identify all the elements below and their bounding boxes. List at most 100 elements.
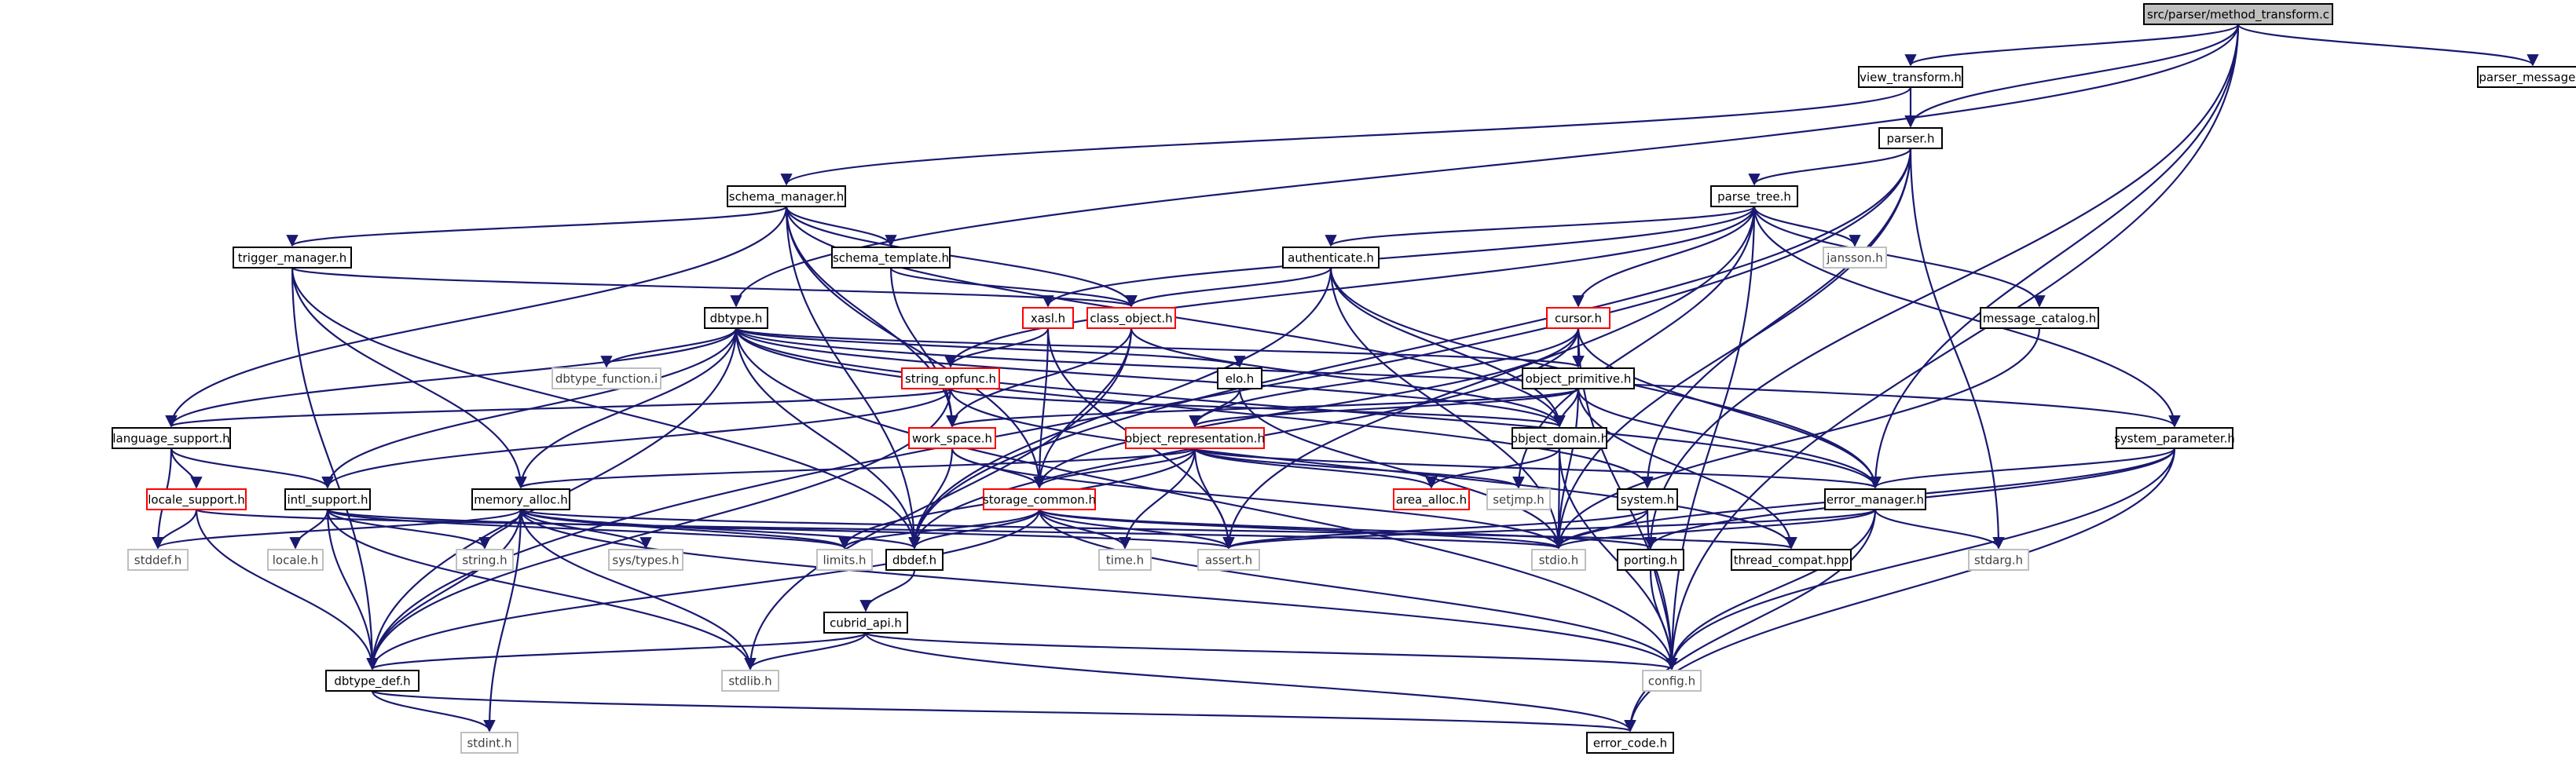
- node-parse-tree[interactable]: parse_tree.h: [1710, 185, 1798, 207]
- node-storage-common[interactable]: storage_common.h: [983, 488, 1096, 510]
- node-memory-alloc[interactable]: memory_alloc.h: [471, 488, 570, 510]
- dependency-edges: [152, 23, 2539, 733]
- node-label-parse-tree: parse_tree.h: [1717, 190, 1791, 205]
- edge-object-representation-to-memory-alloc: [515, 447, 1196, 489]
- edge-parse-tree-to-config: [1665, 206, 1756, 670]
- node-box-dbtype-def: [325, 670, 420, 692]
- edge-language-support-to-intl-support: [170, 448, 334, 489]
- node-parser-message[interactable]: parser_message.h: [2477, 66, 2576, 88]
- edge-error-manager-to-config: [1665, 509, 1877, 670]
- node-label-elo: elo.h: [1226, 372, 1255, 386]
- node-view-transform[interactable]: view_transform.h: [1858, 66, 1963, 88]
- node-box-setjmp: [1486, 488, 1551, 510]
- node-box-sys-types: [608, 549, 683, 571]
- edge-object-domain-to-area-alloc: [1425, 448, 1561, 489]
- node-box-limits: [816, 549, 873, 571]
- node-box-stddef: [127, 549, 189, 571]
- edge-parse-tree-to-message-catalog: [1753, 206, 2046, 308]
- node-system-parameter[interactable]: system_parameter.h: [2114, 427, 2235, 449]
- node-box-object-representation: [1125, 427, 1265, 449]
- node-box-time: [1098, 549, 1152, 571]
- edge-trigger-manager-to-dbdef: [291, 267, 921, 550]
- node-xasl[interactable]: xasl.h: [1022, 307, 1074, 329]
- edge-object-primitive-to-error-manager: [1577, 388, 1882, 489]
- node-label-dbtype-def: dbtype_def.h: [334, 674, 410, 689]
- node-label-storage-common: storage_common.h: [983, 493, 1096, 508]
- node-label-stddef: stddef.h: [134, 554, 181, 568]
- edge-schema-manager-to-trigger-manager: [286, 205, 788, 247]
- node-intl-support[interactable]: intl_support.h: [284, 488, 371, 510]
- node-string-opfunc[interactable]: string_opfunc.h: [901, 367, 1000, 389]
- edge-object-representation-to-error-manager: [1193, 447, 1882, 489]
- edge-schema-manager-to-schema-template: [785, 206, 897, 247]
- node-box-xasl: [1022, 307, 1074, 329]
- node-language-support[interactable]: language_support.h: [112, 427, 231, 449]
- edge-object-representation-to-assert: [1193, 448, 1235, 550]
- node-area-alloc[interactable]: area_alloc.h: [1393, 488, 1470, 510]
- node-parser[interactable]: parser.h: [1878, 127, 1943, 149]
- node-label-cursor: cursor.h: [1555, 312, 1602, 326]
- edge-dbtype-to-language-support: [165, 327, 738, 428]
- node-box-object-primitive: [1522, 367, 1635, 389]
- node-schema-template[interactable]: schema_template.h: [831, 247, 951, 269]
- node-box-memory-alloc: [471, 488, 570, 510]
- node-box-error-manager: [1824, 488, 1926, 510]
- node-porting[interactable]: porting.h: [1617, 549, 1684, 571]
- node-label-sys-types: sys/types.h: [612, 554, 679, 568]
- edge-parse-tree-to-jansson: [1753, 206, 1861, 247]
- edge-memory-alloc-to-stdlib: [519, 509, 757, 670]
- node-stddef: stddef.h: [127, 549, 189, 571]
- node-box-dbtype-function-i: [551, 367, 661, 389]
- node-cursor[interactable]: cursor.h: [1546, 307, 1610, 329]
- node-label-object-representation: object_representation.h: [1125, 432, 1265, 447]
- node-box-authenticate: [1282, 247, 1380, 269]
- node-box-error-code: [1586, 732, 1674, 754]
- node-label-stdio: stdio.h: [1539, 554, 1579, 568]
- edge-intl-support-to-dbtype-def: [326, 509, 379, 670]
- edge-parse-tree-to-assert: [1222, 206, 1756, 550]
- edge-storage-common-to-dbdef: [908, 509, 1041, 550]
- node-object-domain[interactable]: object_domain.h: [1511, 427, 1608, 449]
- edge-cubrid-api-to-dbtype-def: [366, 631, 867, 670]
- node-label-memory-alloc: memory_alloc.h: [474, 493, 567, 508]
- node-dbtype-def[interactable]: dbtype_def.h: [325, 670, 420, 692]
- edge-class-object-to-object-domain: [1130, 327, 1566, 428]
- edge-object-representation-to-storage-common: [1033, 448, 1196, 489]
- node-label-setjmp: setjmp.h: [1493, 493, 1545, 507]
- node-locale-support[interactable]: locale_support.h: [146, 488, 247, 510]
- edge-memory-alloc-to-stdint: [483, 509, 522, 733]
- edge-dbtype-to-memory-alloc: [515, 327, 738, 489]
- node-trigger-manager[interactable]: trigger_manager.h: [233, 247, 352, 269]
- edge-memory-alloc-to-stddef: [152, 508, 522, 550]
- node-dbdef[interactable]: dbdef.h: [885, 549, 944, 571]
- node-box-parser: [1878, 127, 1943, 149]
- node-label-string: string.h: [462, 554, 507, 568]
- node-dbtype[interactable]: dbtype.h: [704, 307, 768, 329]
- node-error-code[interactable]: error_code.h: [1586, 732, 1674, 754]
- node-box-locale-support: [146, 488, 247, 510]
- edge-storage-common-to-limits: [838, 509, 1041, 550]
- edge-error-manager-to-error-code: [1624, 509, 1877, 733]
- edge-porting-to-config: [1649, 569, 1678, 670]
- node-box-work-space: [908, 427, 996, 449]
- node-label-system-parameter: system_parameter.h: [2114, 432, 2235, 447]
- node-message-catalog[interactable]: message_catalog.h: [1980, 307, 2099, 329]
- node-cubrid-api[interactable]: cubrid_api.h: [823, 612, 908, 634]
- edge-object-primitive-to-thread-compat: [1577, 388, 1797, 550]
- edge-dbtype-to-elo: [735, 327, 1246, 368]
- node-elo[interactable]: elo.h: [1217, 367, 1262, 389]
- node-assert: assert.h: [1197, 549, 1260, 571]
- node-thread-compat[interactable]: thread_compat.hpp: [1731, 549, 1852, 571]
- node-object-representation[interactable]: object_representation.h: [1125, 427, 1265, 449]
- node-schema-manager[interactable]: schema_manager.h: [727, 185, 846, 207]
- node-object-primitive[interactable]: object_primitive.h: [1522, 367, 1635, 389]
- node-label-xasl: xasl.h: [1031, 312, 1065, 326]
- node-error-manager[interactable]: error_manager.h: [1824, 488, 1926, 510]
- node-label-dbtype: dbtype.h: [710, 312, 763, 326]
- node-authenticate[interactable]: authenticate.h: [1282, 247, 1380, 269]
- node-method-transform[interactable]: src/parser/method_transform.c: [2143, 3, 2333, 25]
- node-system[interactable]: system.h: [1617, 488, 1678, 510]
- node-work-space[interactable]: work_space.h: [908, 427, 996, 449]
- node-label-parser: parser.h: [1887, 132, 1935, 146]
- node-class-object[interactable]: class_object.h: [1086, 307, 1176, 329]
